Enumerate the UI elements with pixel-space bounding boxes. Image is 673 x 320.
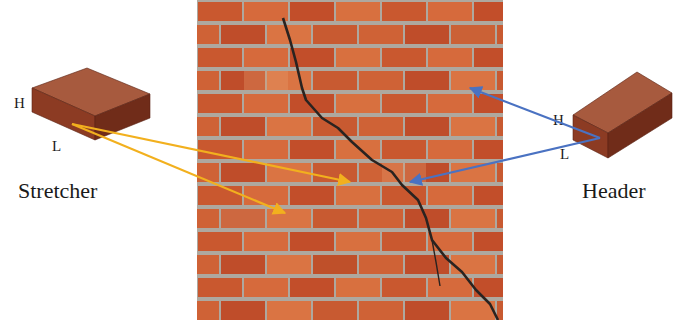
brick-highlights: [221, 25, 495, 274]
brick-face: [573, 115, 608, 158]
brick-face: [608, 93, 672, 158]
dimension-label: H: [14, 95, 25, 112]
dimension-label: H: [553, 112, 564, 129]
crack-line: [283, 18, 498, 320]
header-leader: [410, 138, 600, 182]
brick-type-name: Stretcher: [18, 178, 97, 204]
stretcher-leader: [72, 124, 285, 213]
crack-branch: [432, 240, 440, 286]
brick-face: [32, 88, 95, 140]
brick-type-name: Header: [582, 178, 646, 204]
dimension-label: L: [560, 146, 569, 163]
dimension-label: L: [52, 138, 61, 155]
brick-icon-box: Stretcher: [10, 60, 160, 205]
brick-wall: [197, 0, 503, 320]
brick-icon-box: Header: [540, 60, 673, 205]
brick-face: [95, 94, 150, 140]
